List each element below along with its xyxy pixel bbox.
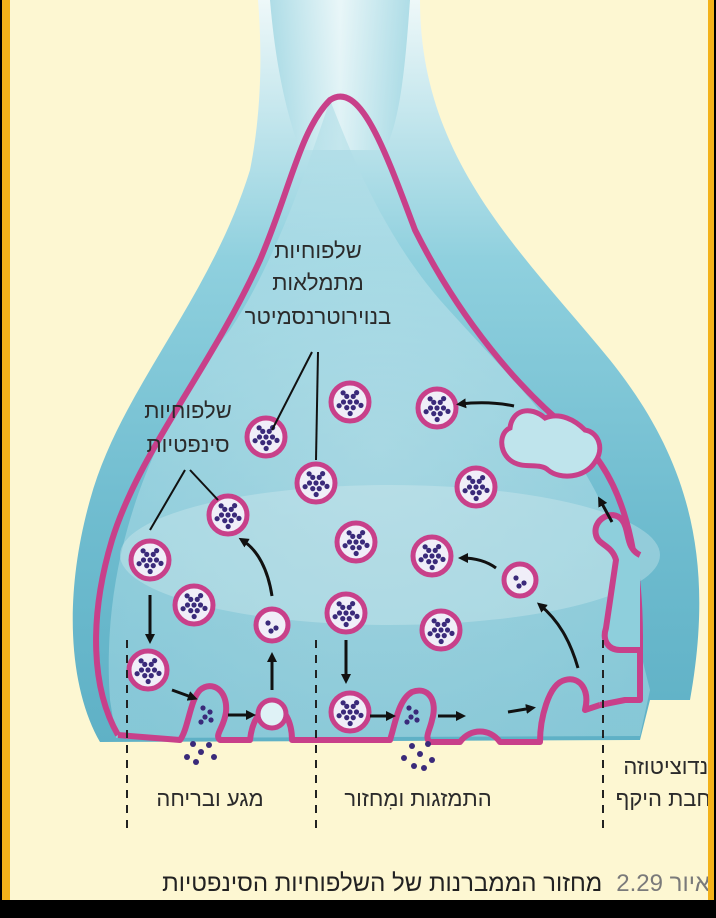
- filled-vesicle: [128, 538, 172, 582]
- released-transmitter-middle: [401, 741, 435, 771]
- filled-vesicle: [324, 591, 368, 635]
- arrow-pit-up: [536, 602, 580, 669]
- arrow-cisterna-left: [456, 398, 515, 409]
- figure-caption: איור 2.29 מחזור הממברנות של השלפוחיות הס…: [100, 868, 710, 900]
- empty-vesicle: [501, 561, 539, 599]
- terminal-stalk: [270, 0, 410, 150]
- fusing-vesicle-contents: [404, 705, 420, 725]
- arrow-to-pit: [507, 704, 536, 714]
- bottom-membrane: [117, 676, 601, 745]
- cycle-arrows: [145, 398, 614, 721]
- filled-vesicle: [244, 415, 288, 459]
- endocytosed-cisterna: [499, 408, 603, 479]
- filled-vesicle: [328, 380, 372, 424]
- label-kiss-and-run: מגע ובריחה: [156, 786, 263, 811]
- released-transmitter-left: [184, 741, 217, 765]
- figure-title: מחזור הממברנות של השלפוחיות הסינפטיות: [162, 870, 603, 897]
- filled-vesicle: [328, 690, 372, 734]
- arrow-refill-left: [238, 537, 274, 597]
- figure-label: איור 2.29: [616, 870, 710, 897]
- empty-vesicle: [253, 606, 291, 644]
- vesicle-group: [126, 380, 539, 734]
- label-endocytosis-2: רחבת היקף: [616, 786, 714, 811]
- label-synaptic-vesicles-1: שלפוחיות: [144, 398, 232, 423]
- label-endocytosis-1: אנדוציטוזה: [623, 754, 714, 779]
- label-filled-vesicles-2: מתמלאות: [272, 270, 364, 295]
- label-filled-vesicles-3: בנוירוטרנסמיטר: [245, 304, 391, 329]
- filled-vesicle: [334, 520, 378, 564]
- arrow-endo-up: [598, 496, 614, 523]
- filled-vesicle: [172, 583, 216, 627]
- section-dividers: [126, 640, 604, 830]
- filled-vesicle: [454, 465, 498, 509]
- label-synaptic-vesicles-2: סינפטיות: [146, 432, 229, 457]
- pointer-lines: [149, 351, 319, 531]
- fusing-vesicle-contents: [198, 705, 214, 725]
- arrow-refill-right: [458, 553, 497, 570]
- endocytosis-pit: [592, 512, 642, 653]
- filled-vesicle: [126, 648, 170, 692]
- filled-vesicle: [206, 493, 250, 537]
- figure-frame: שלפוחיות מתמלאות בנוירוטרנסמיטר שלפוחיות…: [2, 0, 714, 900]
- label-filled-vesicles-1: שלפוחיות: [274, 238, 362, 263]
- kiss-vesicle: [255, 697, 289, 731]
- filled-vesicle: [294, 461, 338, 505]
- label-fusion-and-recycle: התמזגות ומִחזור: [344, 786, 491, 811]
- filled-vesicle: [415, 386, 459, 430]
- bottom-bar: [0, 900, 716, 918]
- arrow-to-fuse-left: [171, 688, 198, 701]
- synaptic-terminal-diagram: שלפוחיות מתמלאות בנוירוטרנסמיטר שלפוחיות…: [72, 0, 714, 830]
- filled-vesicle: [410, 534, 454, 578]
- filled-vesicle: [419, 608, 463, 652]
